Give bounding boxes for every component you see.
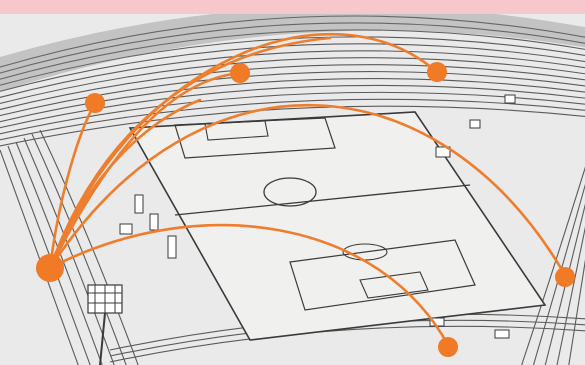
target-node-right bbox=[555, 267, 575, 287]
target-node-top-center bbox=[230, 63, 250, 83]
target-node-bottom-right bbox=[438, 337, 458, 357]
target-node-top-left bbox=[85, 93, 105, 113]
stadium-illustration bbox=[0, 14, 585, 365]
top-color-band bbox=[0, 0, 585, 14]
hub-node bbox=[36, 254, 64, 282]
stadium-svg bbox=[0, 14, 585, 365]
target-node-top-right bbox=[427, 62, 447, 82]
